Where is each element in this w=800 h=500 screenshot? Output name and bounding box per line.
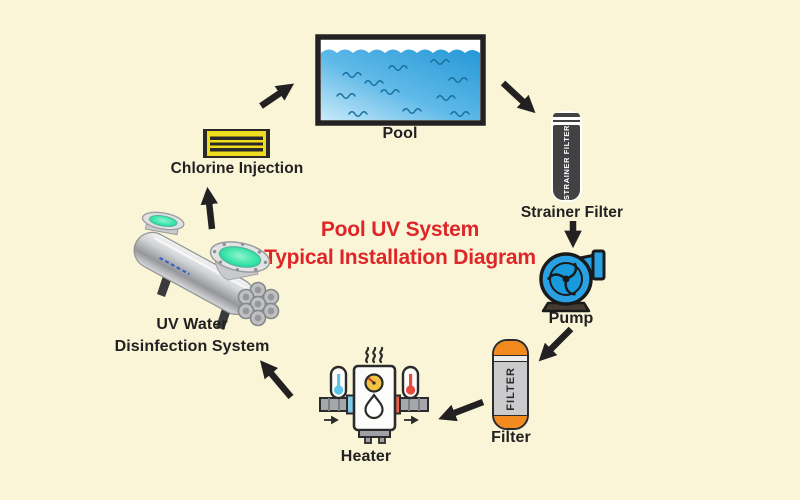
heater-gauge-hub [372,381,376,385]
heater-label: Heater [340,448,392,465]
filter-body: FILTER [494,362,527,415]
chlorine-injection-vents [207,131,266,156]
pool-water [321,49,480,120]
arrow-heater-to-uv [260,360,294,400]
strainer-label: Strainer Filter [520,204,624,221]
pool-label: Pool [382,125,418,142]
strainer-top-cap [553,113,580,118]
strainer-device-text: STRAINER FILTER [562,124,571,200]
uv-label: UV Water Disinfection System [92,314,292,358]
filter-label: Filter [491,429,531,446]
heater-foot-right [378,436,386,444]
heater-thermometer-hot [401,365,420,400]
pool-illustration [315,34,486,126]
filter-top-cap [494,341,527,356]
strainer-filter-icon: STRAINER FILTER [551,111,582,202]
diagram-title-line2: Typical Installation Diagram [264,246,536,269]
chlorine-injection-icon [203,129,270,158]
diagram-title: Pool UV System Typical Installation Diag… [180,216,620,272]
heater-icon [319,346,429,444]
heater-thermometer-cold [329,365,348,400]
strainer-band [553,119,580,123]
heater-base [358,429,391,438]
strainer-body: STRAINER FILTER [553,124,580,200]
uv-chamber-highlight [153,236,249,290]
uv-unit-illustration [133,211,280,330]
uv-port-left [141,211,185,236]
arrow-filter-to-heater [438,398,485,422]
filter-device-text: FILTER [504,366,517,411]
heater-flow-arrows [324,415,419,425]
pump-hub [562,275,570,283]
uv-label-line1: UV Water [156,316,228,333]
uv-pipe-cluster [237,281,280,327]
uv-label-line2: Disinfection System [114,338,270,355]
uv-port-main [209,241,271,281]
arrow-pool-to-strainer [500,80,536,114]
arrow-pump-to-filter [538,326,574,362]
heater-steam [365,346,384,364]
chlorine-label: Chlorine Injection [170,160,304,177]
arrow-uv-to-chlorine [200,186,218,230]
pump-icon [539,249,606,313]
diagram-title-line1: Pool UV System [320,218,480,241]
filter-bottom-cap [494,415,527,428]
filter-collar [494,356,527,362]
heater-water-drop [364,393,384,420]
heater-foot-left [364,436,372,444]
pump-outlet-flange [591,249,606,281]
filter-icon: FILTER [492,339,529,430]
pump-label: Pump [548,310,594,327]
arrow-chlorine-to-pool [259,83,295,109]
